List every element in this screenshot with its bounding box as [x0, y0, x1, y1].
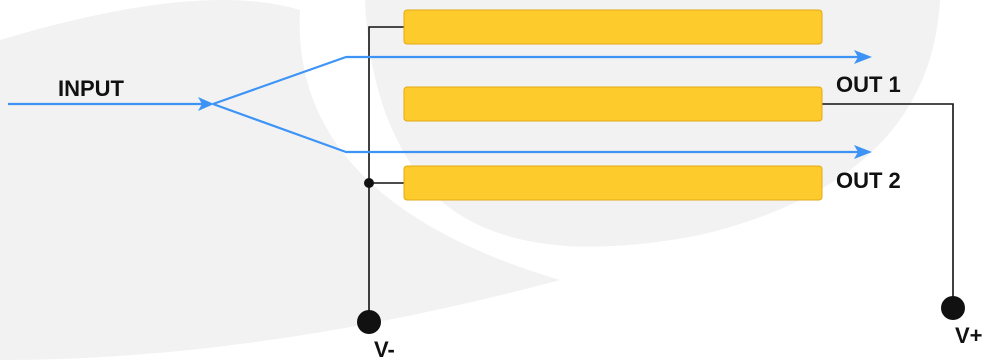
v-minus-terminal-icon — [357, 310, 381, 334]
electrodes — [403, 9, 823, 201]
junction-dot-icon — [364, 178, 374, 188]
wire-v-minus — [368, 26, 404, 322]
wiring — [368, 26, 954, 322]
arrowhead-right-icon — [198, 97, 214, 111]
out2-label: OUT 2 — [836, 168, 901, 193]
input-label: INPUT — [58, 76, 125, 101]
electrode-middle — [403, 86, 823, 122]
arrowheads — [198, 50, 872, 159]
lower-arm-waveguide — [212, 102, 860, 154]
watermark-swoosh — [0, 0, 560, 360]
waveguides — [8, 55, 860, 154]
electrode-bottom — [403, 165, 823, 201]
wire-v-plus — [822, 103, 954, 308]
upper-arm-waveguide — [212, 55, 860, 106]
v-plus-terminal-icon — [941, 296, 965, 320]
v-minus-label: V- — [374, 337, 395, 360]
electrode-top — [403, 9, 823, 45]
arrowhead-right-icon — [854, 145, 872, 159]
out1-label: OUT 1 — [836, 72, 901, 97]
arrowhead-right-icon — [854, 50, 872, 64]
v-plus-label: V+ — [955, 323, 983, 348]
